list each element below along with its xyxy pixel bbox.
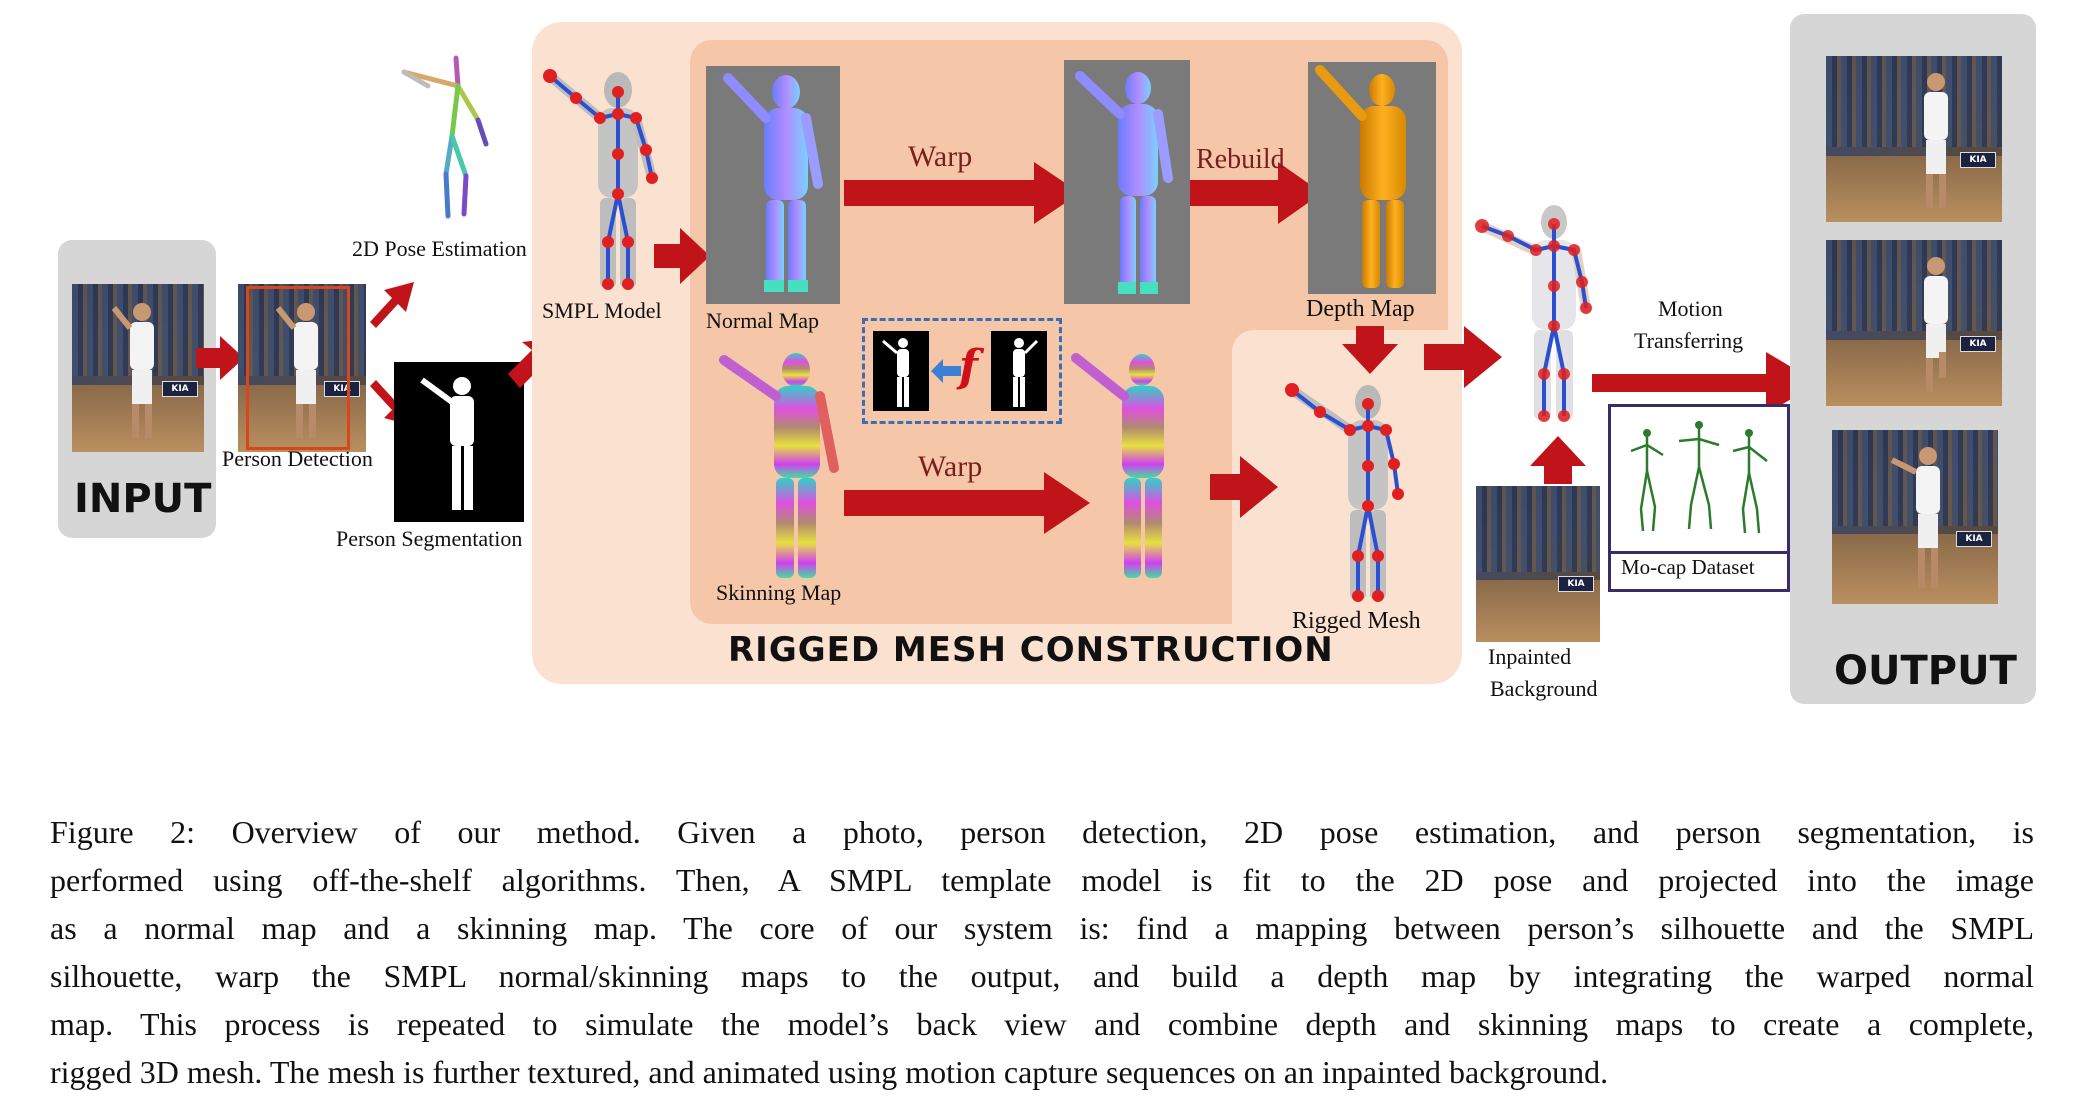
player-figure	[1924, 257, 1948, 392]
output-photo-1: KIA	[1826, 56, 2002, 222]
kia-logo: KIA	[1956, 530, 1992, 547]
person-detection-label: Person Detection	[222, 446, 373, 471]
arrow-warp-bottom	[844, 472, 1090, 534]
kia-logo: KIA	[1558, 576, 1594, 593]
silhouette-source	[873, 331, 929, 411]
player-figure	[1890, 447, 1940, 588]
arrow-to-textured-figure	[1424, 326, 1502, 388]
rigged-mesh-figure	[1285, 383, 1404, 602]
silhouette	[882, 338, 909, 407]
player-figure	[1924, 73, 1948, 208]
depth-map-image	[1308, 62, 1436, 294]
warped-skinning-figure	[1071, 353, 1164, 578]
smpl-model-figure	[543, 69, 658, 290]
motion-transferring-line1: Motion	[1658, 296, 1723, 321]
arrow-depth-to-mesh	[1342, 326, 1398, 374]
output-label: OUTPUT	[1834, 648, 2017, 694]
person-segmentation-label: Person Segmentation	[336, 526, 523, 551]
caption-line-5: map. This process is repeated to simulat…	[50, 1006, 2034, 1042]
caption-line-3: as a normal map and a skinning map. The …	[50, 910, 2034, 946]
output-photo-2: KIA	[1826, 240, 2002, 406]
motion-transferring-line2: Transferring	[1634, 328, 1744, 353]
silhouette-mapping-box: f	[862, 318, 1062, 424]
input-photo: KIA	[72, 284, 204, 452]
arrow-input-to-detection	[196, 336, 244, 380]
kia-logo: KIA	[162, 381, 198, 398]
warped-normal-figure	[1075, 71, 1173, 294]
mapping-arrow-left	[931, 359, 961, 383]
mocap-dataset-label: Mo-cap Dataset	[1621, 555, 1755, 579]
textured-rigged-figure	[1475, 205, 1592, 422]
arrow-to-pose	[370, 282, 414, 328]
arrow-warp-top	[844, 162, 1080, 224]
mocap-figures	[1630, 421, 1768, 534]
caption-line-6: rigged 3D mesh. The mesh is further text…	[50, 1054, 1609, 1090]
inpainted-label-line1: Inpainted	[1488, 644, 1572, 669]
warp-top-label: Warp	[908, 140, 973, 173]
detection-bounding-box	[246, 286, 350, 450]
skinning-map-figure	[719, 353, 839, 578]
warped-normal-map-image	[1064, 60, 1190, 304]
normal-map-image	[706, 66, 840, 304]
rebuild-label: Rebuild	[1196, 144, 1285, 175]
input-label: INPUT	[74, 476, 212, 522]
player-figure	[276, 303, 318, 438]
pose-skeleton	[401, 55, 489, 219]
skinning-map-label: Skinning Map	[716, 580, 842, 605]
pose-estimation-label: 2D Pose Estimation	[352, 236, 527, 261]
smpl-model-label: SMPL Model	[542, 298, 662, 323]
depth-map-label: Depth Map	[1306, 296, 1415, 322]
kia-logo: KIA	[1960, 336, 1996, 353]
inpainted-background-photo: KIA	[1476, 486, 1600, 642]
caption-line-2: performed using off-the-shelf algorithms…	[50, 862, 2034, 898]
kia-logo: KIA	[324, 381, 360, 398]
arrow-rebuild	[1190, 162, 1322, 224]
mapping-function-f: f	[959, 341, 978, 392]
detection-photo: KIA	[238, 284, 366, 452]
segmentation-mask	[394, 362, 524, 522]
kia-logo: KIA	[1960, 152, 1996, 169]
silhouette-target	[991, 331, 1047, 411]
caption-line-4: silhouette, warp the SMPL normal/skinnin…	[50, 958, 2034, 994]
output-photo-3: KIA	[1832, 430, 1998, 604]
figure-caption: Figure 2: Overview of our method. Given …	[50, 808, 2034, 1096]
arrow-smpl-to-normal	[654, 228, 710, 284]
mocap-divider	[1611, 551, 1787, 554]
arrow-background-up	[1530, 436, 1586, 484]
depth-map-figure	[1315, 65, 1406, 288]
caption-line-1: Figure 2: Overview of our method. Given …	[50, 814, 2034, 850]
silhouette	[420, 377, 474, 510]
rigged-mesh-label: Rigged Mesh	[1292, 608, 1421, 634]
arrow-motion-transfer	[1592, 352, 1818, 414]
arrow-skinning-to-mesh	[1210, 456, 1278, 518]
silhouette	[1013, 338, 1039, 407]
normal-map-figure	[723, 73, 823, 292]
normal-map-label: Normal Map	[706, 308, 820, 333]
rigged-mesh-construction-title: RIGGED MESH CONSTRUCTION	[728, 630, 1334, 670]
warp-bottom-label: Warp	[918, 450, 983, 483]
player-figure	[112, 303, 154, 438]
inpainted-label-line2: Background	[1490, 676, 1598, 701]
mocap-dataset-box: Mo-cap Dataset	[1608, 404, 1790, 592]
